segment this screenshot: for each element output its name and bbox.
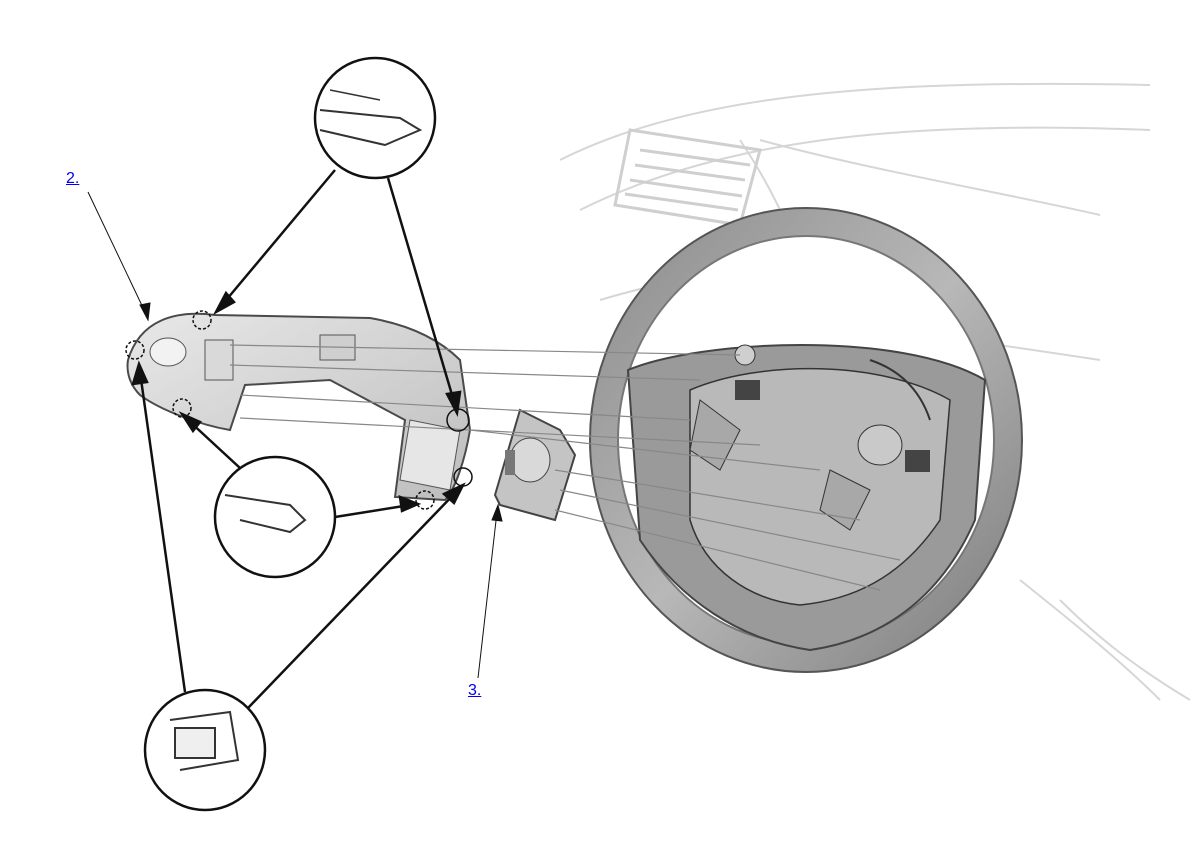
locator-circles	[125, 310, 473, 510]
detail-circle-middle	[213, 455, 337, 579]
air-vent	[613, 128, 762, 227]
steering-wheel	[589, 207, 1023, 673]
detail-circle-bottom	[143, 688, 267, 812]
exploded-guide-lines	[229, 344, 901, 591]
detail-circle-top	[313, 56, 437, 180]
switch-part	[493, 408, 577, 522]
callout-link-3[interactable]: 3.	[468, 682, 482, 699]
callout-link-2[interactable]: 2.	[66, 170, 80, 187]
callout-leader-lines	[87, 191, 503, 679]
switch-bezel-part	[126, 312, 472, 502]
callout-arrows	[131, 169, 466, 709]
